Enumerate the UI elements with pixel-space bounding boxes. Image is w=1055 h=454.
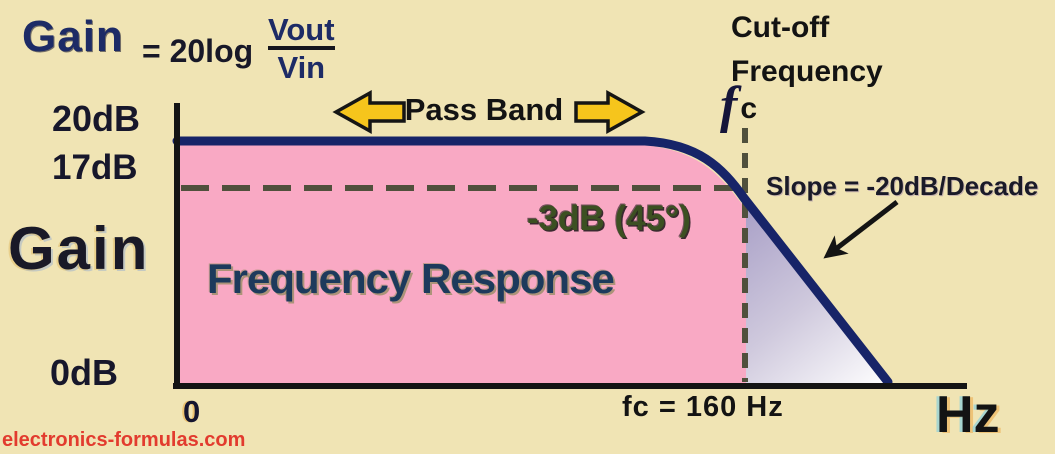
fc-symbol-sub: c bbox=[740, 92, 758, 125]
cutoff-heading-line1: Cut-off bbox=[731, 11, 830, 44]
passband-left-arrow-icon bbox=[332, 90, 406, 134]
formula-fraction: Vout Vin bbox=[268, 14, 335, 83]
slope-annotation: Slope = -20dB/Decade bbox=[766, 171, 1039, 201]
y-axis-label: Gain bbox=[8, 215, 150, 282]
response-curve bbox=[172, 136, 893, 387]
cutoff-heading-line2: Frequency bbox=[731, 55, 883, 88]
fc-symbol-f: f bbox=[720, 77, 738, 134]
rolloff-region bbox=[746, 207, 886, 383]
minus3db-annotation: -3dB (45°) bbox=[527, 199, 691, 238]
formula-gain-word: Gain bbox=[22, 12, 124, 61]
formula-denominator: Vin bbox=[277, 50, 326, 85]
gain-formula: Gain = 20log Vout Vin bbox=[22, 12, 352, 92]
formula-numerator: Vout bbox=[268, 12, 335, 47]
passband-label: Pass Band bbox=[404, 92, 564, 127]
cutoff-value-label: fc = 160 Hz bbox=[622, 391, 784, 423]
slope-pointer-arrow-icon bbox=[823, 200, 899, 259]
formula-equals: = 20log bbox=[142, 33, 254, 69]
watermark: electronics-formulas.com bbox=[2, 429, 246, 451]
passband-region bbox=[178, 145, 746, 384]
x-origin-label: 0 bbox=[183, 394, 201, 429]
frequency-response-title: Frequency Response bbox=[207, 255, 615, 302]
y-tick-20db: 20dB bbox=[52, 98, 141, 139]
cutoff-frequency-heading: Cut-off Frequency bbox=[731, 6, 883, 94]
x-axis-label: Hz bbox=[936, 386, 1000, 444]
y-tick-0db: 0dB bbox=[50, 352, 119, 393]
y-tick-17db: 17dB bbox=[52, 148, 138, 187]
passband-right-arrow-icon bbox=[574, 90, 646, 134]
fraction-bar bbox=[268, 46, 335, 50]
